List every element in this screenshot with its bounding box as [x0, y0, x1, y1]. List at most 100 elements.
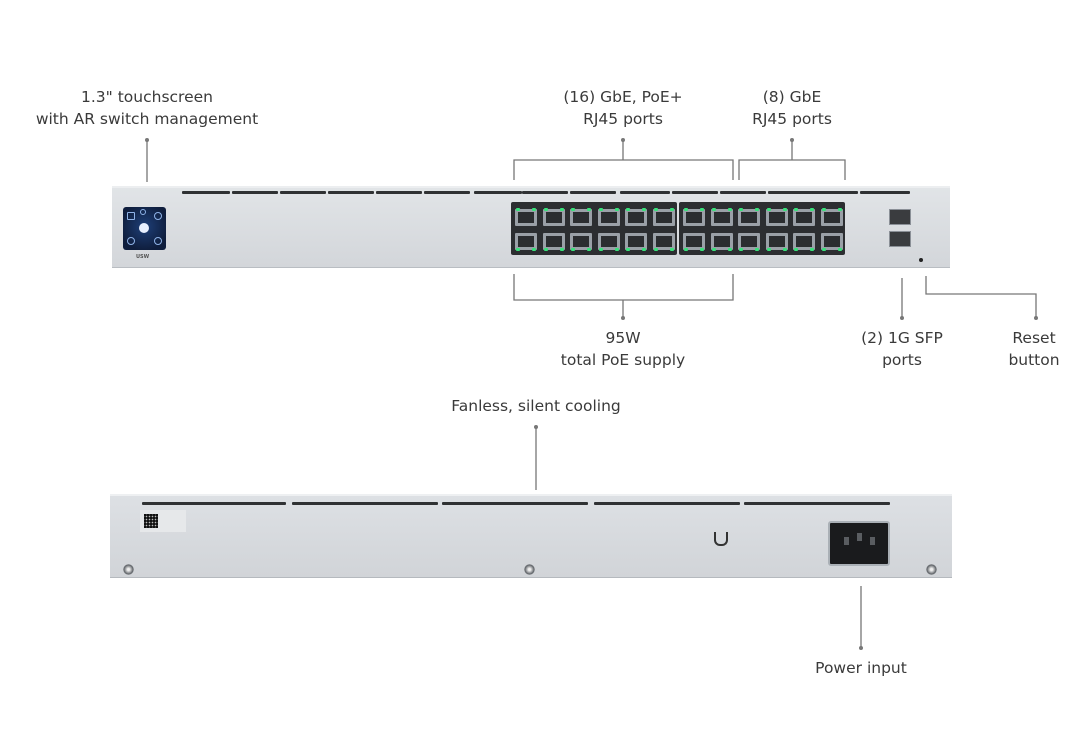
screw-icon	[123, 564, 134, 575]
rj45-port[interactable]	[683, 209, 705, 226]
vent-slot	[768, 191, 814, 194]
vent-slot	[744, 502, 890, 505]
info-icon	[127, 237, 135, 245]
rj45-port[interactable]	[820, 233, 843, 250]
port-led	[755, 208, 759, 211]
rj45-port[interactable]	[652, 209, 675, 226]
rj45-port[interactable]	[542, 209, 565, 226]
label-line: ports	[882, 351, 922, 369]
rj45-port[interactable]	[793, 209, 815, 226]
vent-slot	[142, 502, 286, 505]
port-led	[727, 248, 732, 251]
rj45-port[interactable]	[820, 209, 843, 226]
port-led	[642, 248, 646, 251]
network-icon	[154, 212, 162, 220]
rj45-port[interactable]	[597, 233, 620, 250]
rj45-port[interactable]	[710, 233, 733, 250]
switch-back-panel	[110, 494, 952, 578]
port-led	[711, 208, 716, 211]
port-led	[739, 208, 743, 211]
port-led	[684, 208, 688, 211]
model-badge: USW	[136, 254, 150, 260]
qr-code-icon	[144, 514, 158, 528]
power-pin	[844, 537, 849, 545]
port-led	[571, 248, 575, 251]
port-led	[532, 208, 536, 211]
rj45-port[interactable]	[765, 233, 788, 250]
label-line: Reset	[1012, 329, 1056, 347]
vent-slot	[672, 191, 718, 194]
rj45-port[interactable]	[515, 233, 537, 250]
power-pin	[870, 537, 875, 545]
screw-icon	[524, 564, 535, 575]
vent-slot	[522, 191, 568, 194]
label-line: Power input	[815, 659, 907, 677]
vent-slot	[620, 191, 670, 194]
vent-slot	[570, 191, 616, 194]
screen-icon	[127, 212, 135, 220]
port-led	[669, 248, 674, 251]
label-touchscreen: 1.3" touchscreen with AR switch manageme…	[28, 86, 266, 130]
port-led	[782, 208, 787, 211]
rj45-port[interactable]	[765, 209, 788, 226]
port-led	[559, 248, 564, 251]
port-led	[559, 208, 564, 211]
port-led	[653, 248, 658, 251]
label-gbe-ports: (8) GbE RJ45 ports	[732, 86, 852, 130]
power-inlet[interactable]	[828, 521, 890, 566]
port-led	[516, 248, 520, 251]
rj45-port[interactable]	[597, 209, 620, 226]
vent-slot	[182, 191, 230, 194]
port-led	[532, 248, 536, 251]
rj45-port[interactable]	[570, 233, 592, 250]
ubiquiti-logo-icon	[714, 532, 728, 546]
vent-slot	[280, 191, 326, 194]
rj45-port[interactable]	[570, 209, 592, 226]
port-led	[598, 208, 603, 211]
vent-slot	[232, 191, 278, 194]
rj45-port[interactable]	[652, 233, 675, 250]
port-led	[794, 208, 798, 211]
label-line: (2) 1G SFP	[861, 329, 943, 347]
rj45-port[interactable]	[738, 209, 760, 226]
rj45-port[interactable]	[515, 209, 537, 226]
port-led	[766, 248, 771, 251]
label-line: RJ45 ports	[752, 110, 832, 128]
sfp-port-26[interactable]	[889, 231, 911, 247]
vent-slot	[424, 191, 470, 194]
label-line: with AR switch management	[35, 110, 259, 128]
vent-slot	[292, 502, 438, 505]
settings-icon	[154, 237, 162, 245]
label-power: Power input	[796, 657, 926, 679]
rj45-port[interactable]	[738, 233, 760, 250]
rj45-port[interactable]	[793, 233, 815, 250]
port-led	[794, 248, 798, 251]
rj45-port[interactable]	[710, 209, 733, 226]
port-led	[587, 208, 591, 211]
label-line: RJ45 ports	[583, 110, 663, 128]
rj45-port[interactable]	[625, 233, 647, 250]
up-icon	[140, 209, 146, 215]
label-poe-ports: (16) GbE, PoE+ RJ45 ports	[543, 86, 703, 130]
rj45-port[interactable]	[683, 233, 705, 250]
port-led	[642, 208, 646, 211]
port-led	[598, 248, 603, 251]
vent-slot	[720, 191, 766, 194]
vent-slot	[812, 191, 858, 194]
poe-port-block-a	[511, 202, 677, 255]
label-poe-supply: 95W total PoE supply	[543, 327, 703, 371]
vent-slot	[376, 191, 422, 194]
touchscreen[interactable]	[123, 207, 166, 250]
port-led	[837, 208, 842, 211]
rj45-port[interactable]	[542, 233, 565, 250]
label-cooling: Fanless, silent cooling	[426, 395, 646, 417]
vent-slot	[442, 502, 588, 505]
rj45-port[interactable]	[625, 209, 647, 226]
label-line: (8) GbE	[762, 88, 822, 106]
port-led	[782, 248, 787, 251]
reset-button[interactable]	[919, 258, 923, 262]
port-led	[516, 208, 520, 211]
sfp-port-25[interactable]	[889, 209, 911, 225]
poe-port-block-b	[679, 202, 845, 255]
